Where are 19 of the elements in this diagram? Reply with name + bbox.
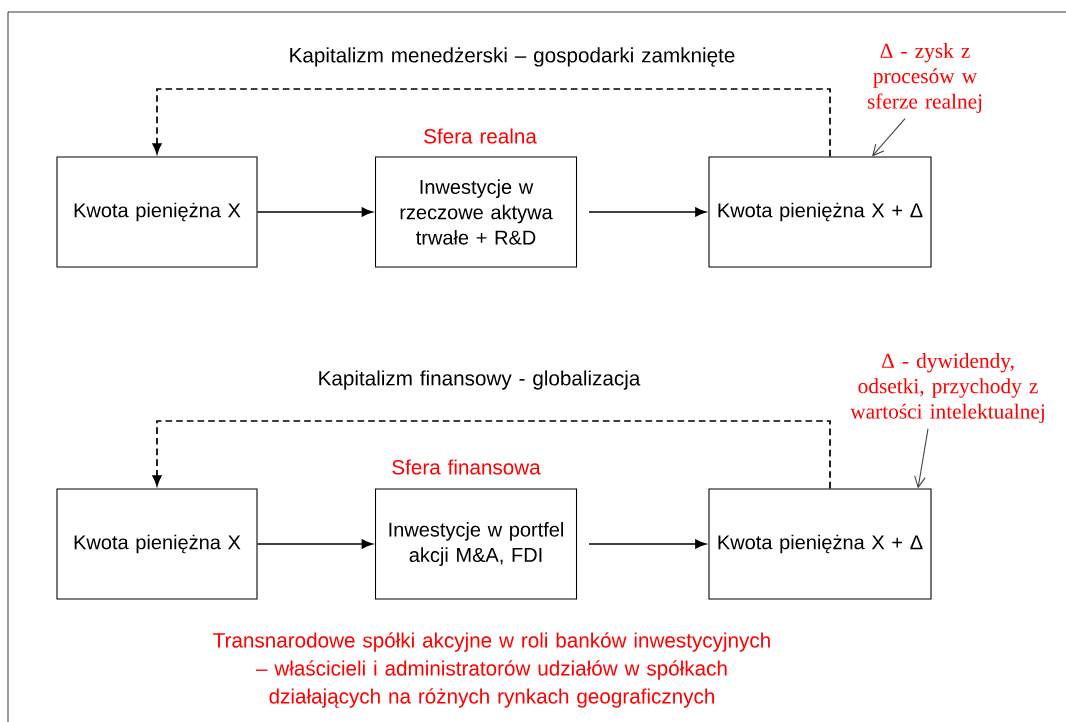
feedback-arrow: [152, 88, 831, 158]
leader-arrow: [914, 428, 929, 489]
arrow: [588, 539, 707, 549]
arrow: [588, 207, 707, 217]
process-box: Kwota pieniężna X + Δ: [708, 156, 932, 268]
process-box: Inwestycje w portfel akcji M&A, FDI: [374, 488, 578, 600]
annotation-text: Δ - dywidendy, odsetki, przychody z wartości intelektualnej: [850, 353, 1044, 423]
process-box: Kwota pieniężna X: [56, 156, 258, 268]
note-text: Transnarodowe spółki akcyjne w roli banków inwestycyjnych – właścicieli i administratorów udziałów w spółkach działających na różnych rynkach geograficznych: [213, 632, 770, 708]
leader-arrow: [872, 118, 906, 157]
title-text: Kapitalizm menedżerski – gospodarki zamknięte: [290, 47, 735, 67]
process-box: Kwota pieniężna X + Δ: [708, 488, 932, 600]
feedback-arrow: [152, 420, 831, 490]
arrow: [256, 207, 373, 217]
title-text: Kapitalizm finansowy - globalizacja: [319, 370, 641, 390]
annotation-text: Δ - zysk z procesów w sferze realnej: [867, 43, 982, 113]
process-box: Kwota pieniężna X: [56, 488, 258, 600]
arrow: [256, 539, 373, 549]
process-box: Inwestycje w rzeczowe aktywa trwałe + R&D: [374, 156, 578, 268]
